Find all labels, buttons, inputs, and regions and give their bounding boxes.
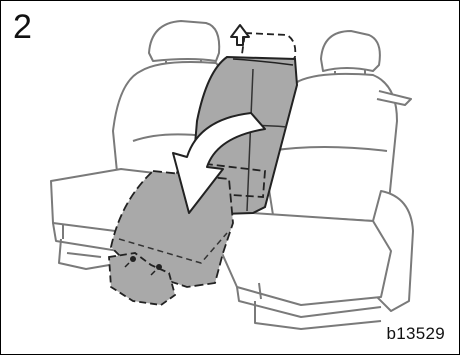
step-number: 2: [13, 7, 32, 47]
left-headrest: [149, 21, 219, 61]
figure-code: b13529: [386, 324, 445, 344]
right-cushion: [221, 211, 391, 305]
right-headrest: [321, 31, 380, 71]
